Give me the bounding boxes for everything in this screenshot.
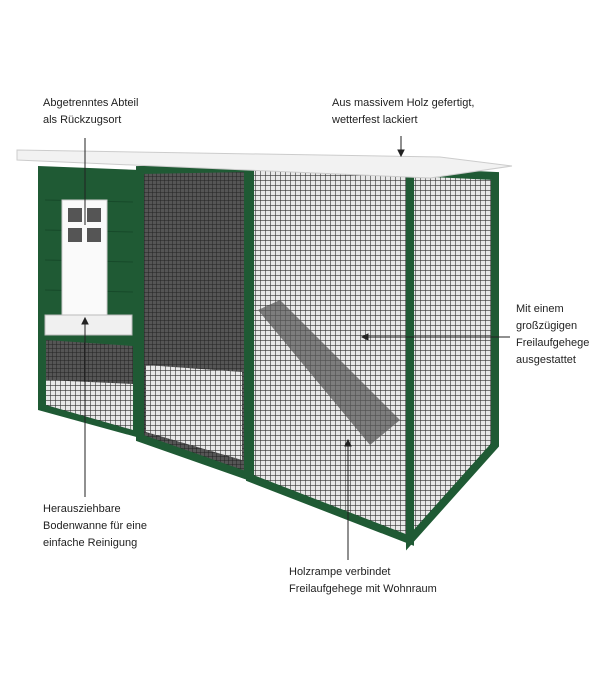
- annotation-line: Abgetrenntes Abteil: [43, 97, 139, 109]
- annotation-line: Herausziehbare: [43, 503, 121, 515]
- annotation-line: Holzrampe verbindet: [289, 566, 391, 578]
- annotation-line: ausgestattet: [516, 354, 576, 366]
- annotation-run: Mit einem großzügigen Freilaufgehege aus…: [516, 301, 589, 369]
- annotation-wood: Aus massivem Holz gefertigt, wetterfest …: [332, 95, 474, 129]
- annotation-line: als Rückzugsort: [43, 114, 122, 126]
- annotation-line: Freilaufgehege mit Wohnraum: [289, 583, 437, 595]
- ramp: [258, 300, 400, 445]
- annotation-tray: Herausziehbare Bodenwanne für eine einfa…: [43, 501, 147, 552]
- annotation-compartment: Abgetrenntes Abteil als Rückzugsort: [43, 95, 138, 129]
- annotation-line: Freilaufgehege: [516, 337, 590, 349]
- annotation-line: großzügigen: [516, 320, 578, 332]
- annotation-line: Bodenwanne für eine: [43, 520, 147, 532]
- drawer-tray: [44, 314, 133, 336]
- annotation-line: Mit einem: [516, 303, 564, 315]
- annotation-line: einfache Reinigung: [43, 537, 138, 549]
- roof: [16, 149, 513, 179]
- annotation-line: Aus massivem Holz gefertigt,: [332, 97, 475, 109]
- side-mesh-panel: [406, 167, 499, 551]
- annotation-line: wetterfest lackiert: [332, 114, 418, 126]
- annotation-ramp: Holzrampe verbindet Freilaufgehege mit W…: [289, 564, 437, 598]
